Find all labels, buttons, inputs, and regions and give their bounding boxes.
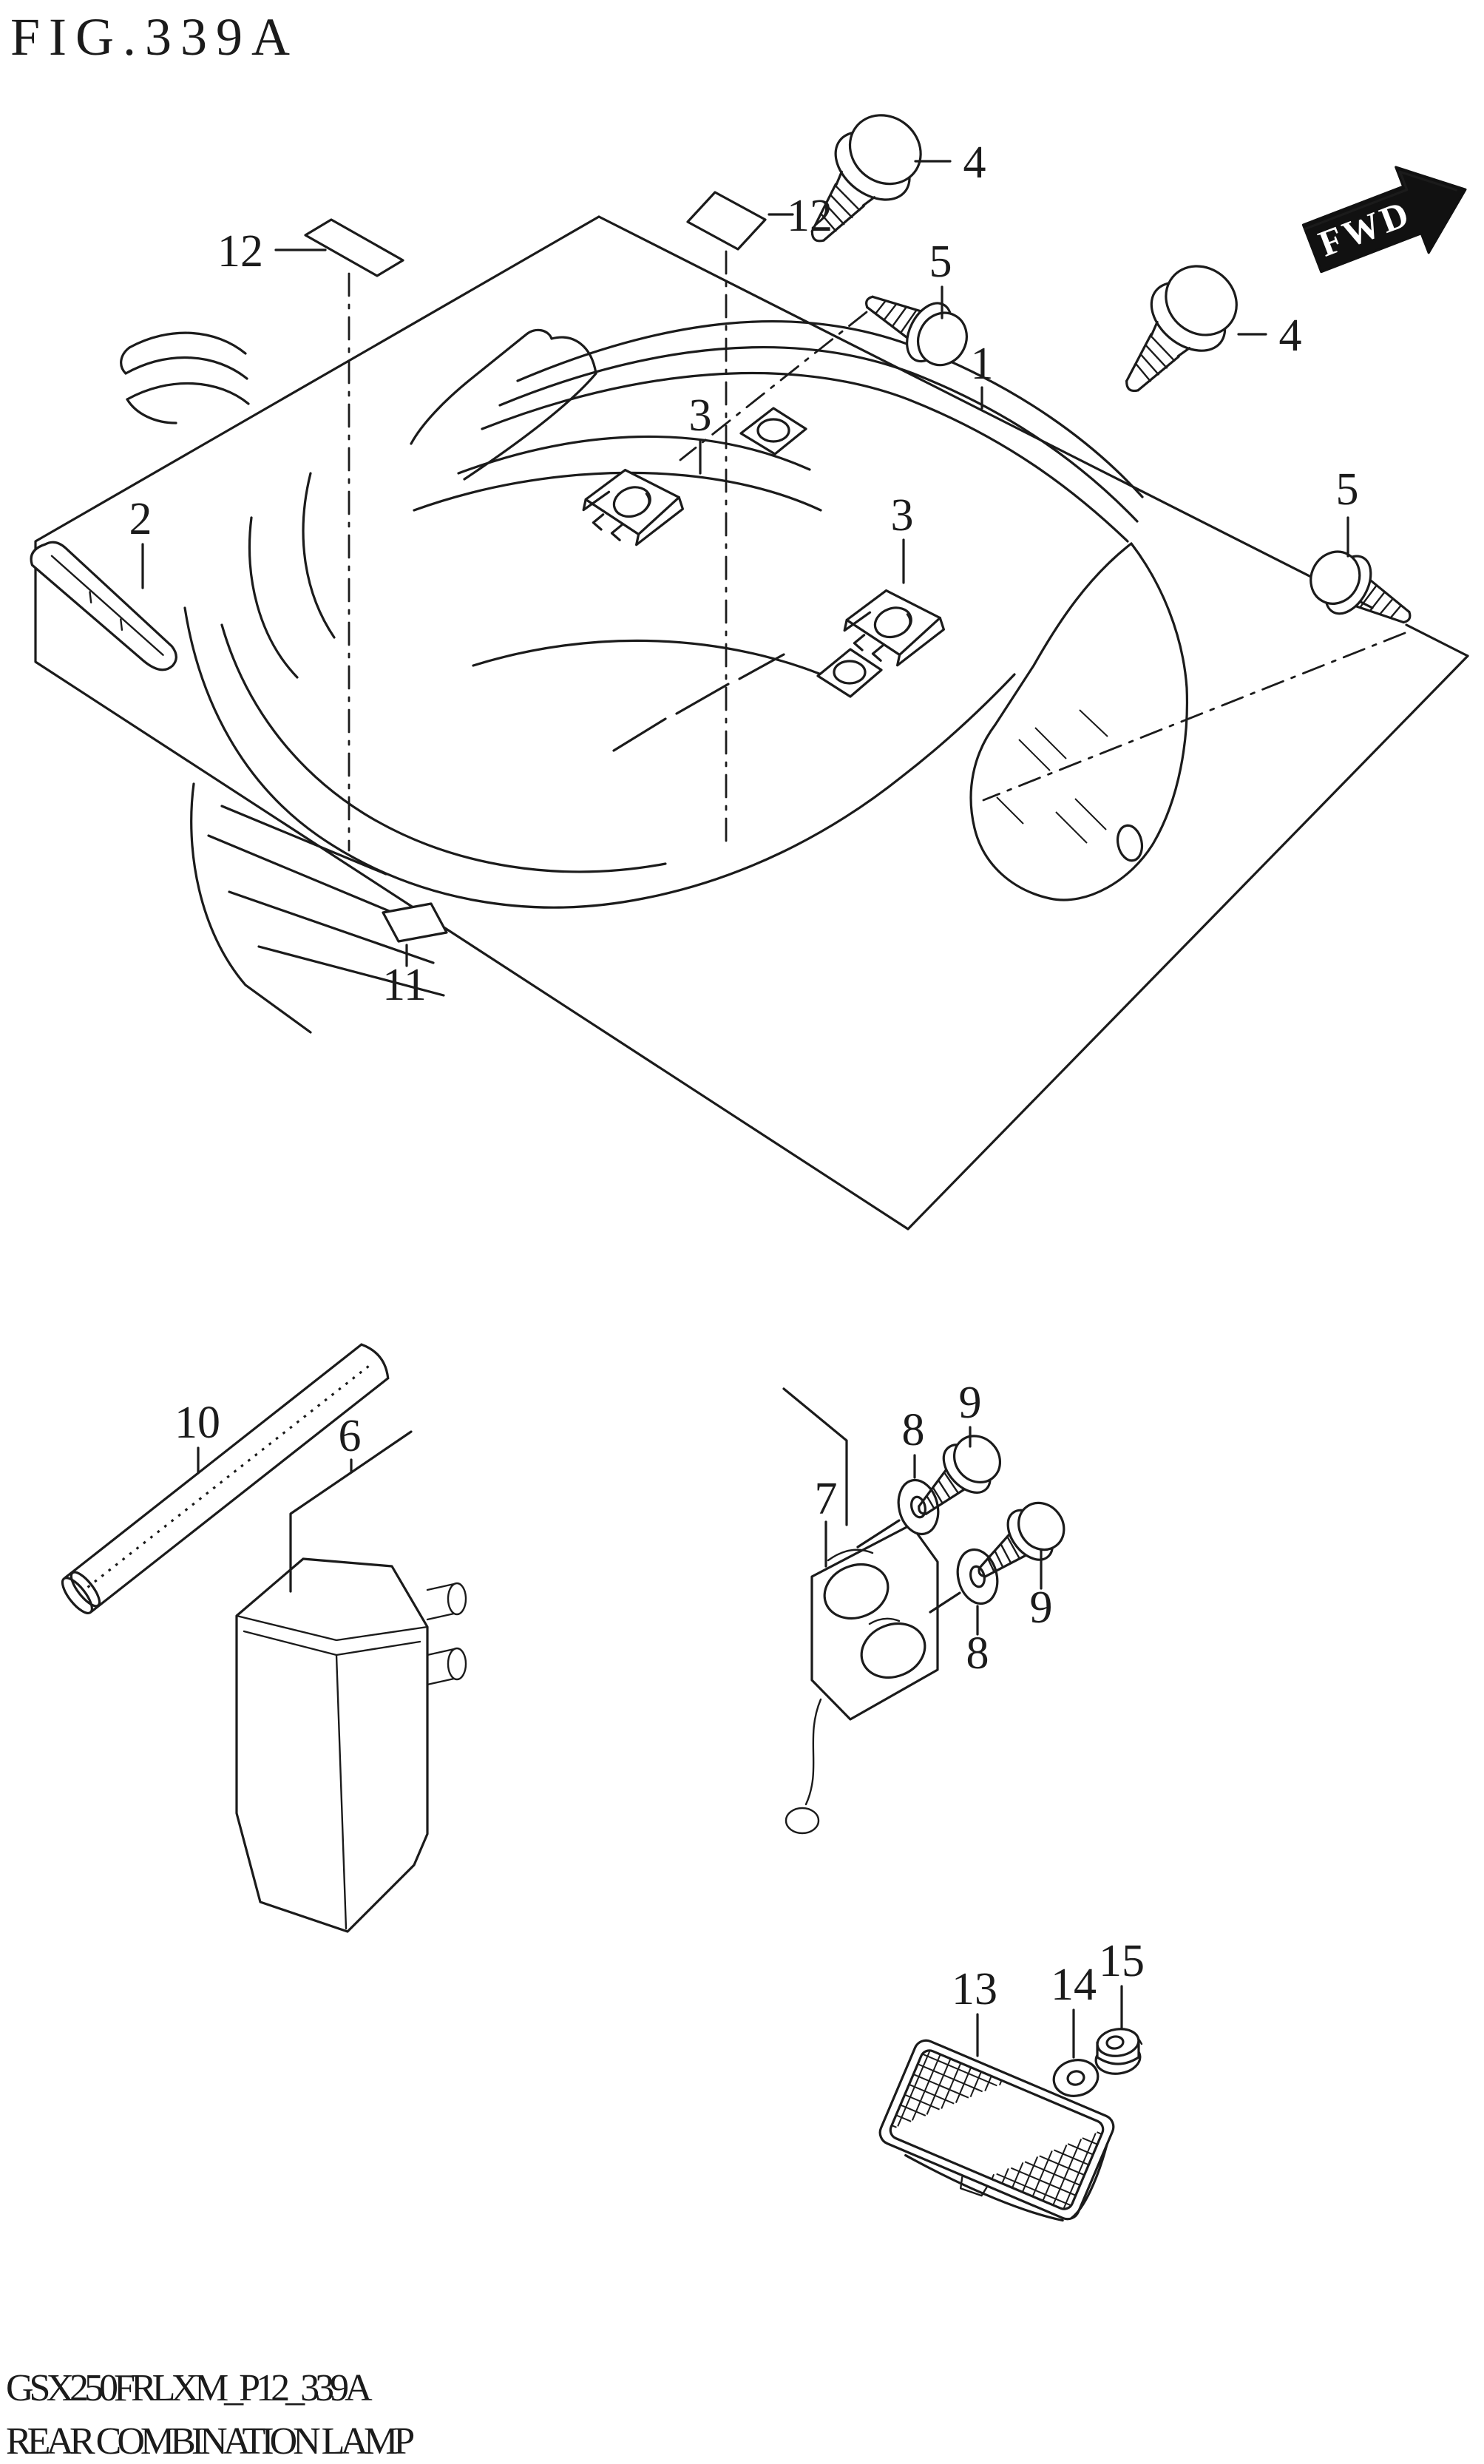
callout-2: 2 — [129, 494, 152, 544]
callout-4-right: 4 — [1279, 311, 1302, 361]
callout-4-top: 4 — [963, 138, 986, 188]
screw5-left-axis — [679, 311, 868, 461]
washer-14 — [1052, 2059, 1100, 2097]
callout-8-lower: 8 — [966, 1628, 989, 1679]
callout-14: 14 — [1051, 1960, 1097, 2010]
nut-15 — [1094, 2028, 1143, 2075]
lens-2 — [30, 541, 177, 671]
callout-13: 13 — [952, 1964, 997, 2014]
callout-5-right: 5 — [1336, 464, 1359, 515]
clip-nut-3-right — [843, 589, 945, 667]
callout-leaders — [141, 160, 1349, 2059]
callout-6: 6 — [339, 1411, 362, 1461]
callout-3-left: 3 — [689, 390, 712, 441]
fender-bracket-left — [739, 407, 807, 456]
figure-title: FIG.339A — [10, 7, 299, 67]
callout-12-center: 12 — [787, 191, 833, 241]
lamp-lens-body — [235, 1557, 467, 1933]
callout-9-upper: 9 — [959, 1378, 982, 1428]
sticker-12-left — [304, 218, 404, 277]
screw-4-right — [1125, 265, 1238, 393]
callout-9-lower: 9 — [1030, 1583, 1053, 1633]
callout-11: 11 — [382, 960, 427, 1010]
bulb-holder-7 — [785, 1523, 939, 1835]
footer-title: REAR COMBINATION LAMP — [6, 2420, 413, 2463]
callout-8-upper: 8 — [902, 1405, 925, 1455]
footer-code: GSX250FRLXM_P12_339A — [6, 2367, 373, 2409]
screw-5-right — [1309, 550, 1412, 624]
callout-10: 10 — [175, 1398, 220, 1448]
screw-5-left — [865, 295, 968, 367]
reflector-13 — [878, 2039, 1115, 2222]
sticker-11 — [382, 902, 448, 943]
callout-5-left: 5 — [929, 237, 952, 287]
screw-9-lower — [978, 1501, 1065, 1578]
lens-box-6 — [289, 1387, 848, 1593]
fender-bracket-right — [816, 648, 883, 698]
callout-12-left: 12 — [217, 226, 263, 277]
fwd-arrow: FWD — [1301, 166, 1467, 274]
screw-4-top — [810, 114, 922, 243]
rear-fender-housing — [120, 319, 1188, 1034]
axis-lines — [348, 250, 1406, 852]
screw5-right-axis — [982, 632, 1406, 802]
panel-outline — [34, 215, 1469, 1231]
callout-3-right: 3 — [891, 490, 914, 541]
callout-1: 1 — [971, 339, 994, 389]
callout-7: 7 — [815, 1474, 838, 1524]
clip-nut-3-left — [582, 468, 684, 546]
screw-9-upper — [918, 1435, 1002, 1515]
callout-15: 15 — [1099, 1936, 1145, 1986]
sticker-12-center — [686, 191, 767, 251]
